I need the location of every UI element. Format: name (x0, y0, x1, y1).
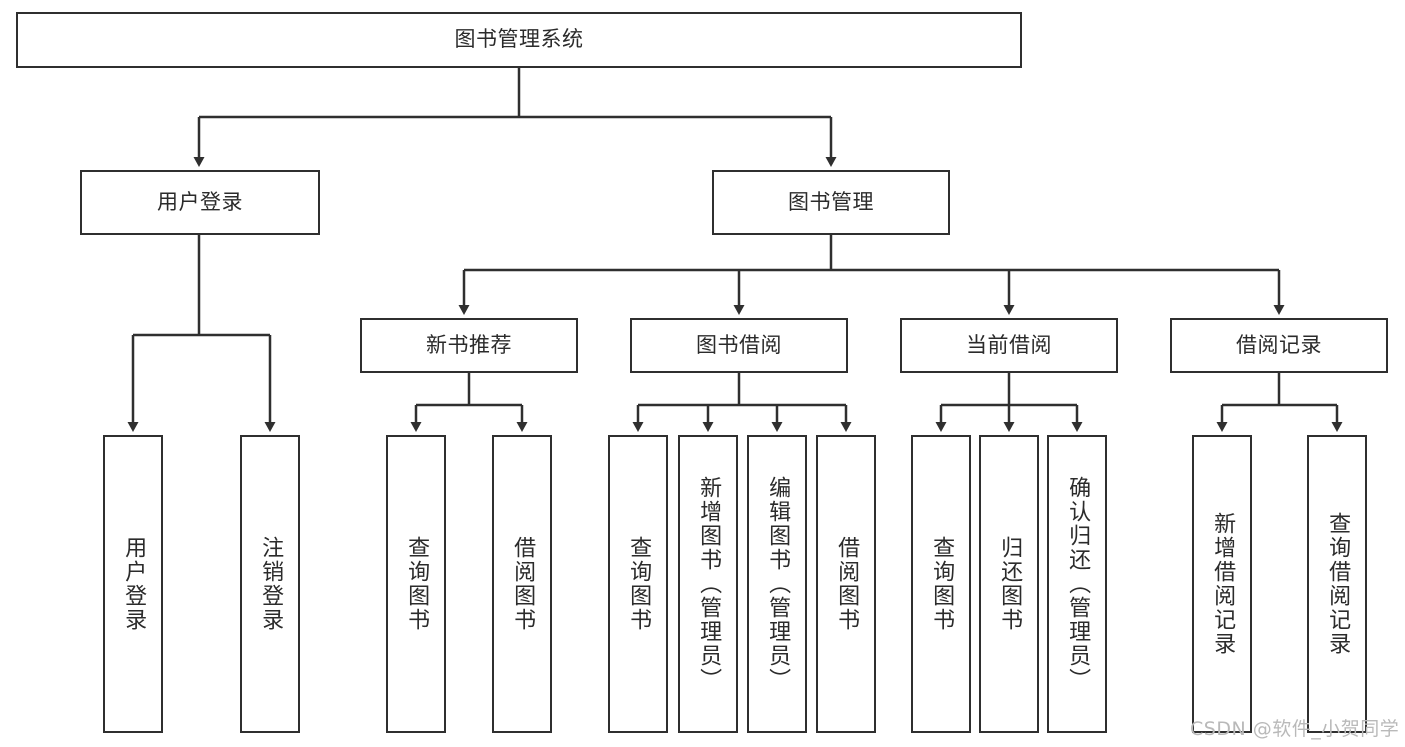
leaf-label: 借阅图书 (834, 536, 860, 632)
watermark-text: CSDN @软件_小贺同学 (1190, 718, 1400, 740)
node-label: 新书推荐 (426, 332, 512, 357)
leaf-borrow-record-query-record[interactable]: 查询借阅记录 (1307, 435, 1367, 733)
leaf-label: 查询图书 (626, 536, 652, 632)
leaf-label: 查询图书 (929, 536, 955, 632)
node-label: 借阅记录 (1236, 332, 1322, 357)
node-borrow-record[interactable]: 借阅记录 (1170, 318, 1388, 373)
node-root-book-management-system[interactable]: 图书管理系统 (16, 12, 1022, 68)
leaf-current-borrow-confirm-return-admin[interactable]: 确认归还（管理员） (1047, 435, 1107, 733)
leaf-label: 查询图书 (404, 536, 430, 632)
leaf-label: 查询借阅记录 (1325, 512, 1351, 656)
leaf-label: 用户登录 (121, 536, 147, 632)
node-label: 当前借阅 (966, 332, 1052, 357)
node-label: 图书管理系统 (454, 27, 584, 52)
leaf-label: 注销登录 (258, 536, 284, 632)
leaf-label: 编辑图书（管理员） (765, 476, 791, 692)
leaf-label: 新增借阅记录 (1210, 512, 1236, 656)
node-label: 图书借阅 (696, 332, 782, 357)
leaf-borrow-record-add-record[interactable]: 新增借阅记录 (1192, 435, 1252, 733)
leaf-book-borrow-borrow-book[interactable]: 借阅图书 (816, 435, 876, 733)
node-current-borrow[interactable]: 当前借阅 (900, 318, 1118, 373)
node-book-management[interactable]: 图书管理 (712, 170, 950, 235)
node-book-borrow[interactable]: 图书借阅 (630, 318, 848, 373)
leaf-label: 归还图书 (997, 536, 1023, 632)
leaf-book-borrow-edit-book-admin[interactable]: 编辑图书（管理员） (747, 435, 807, 733)
leaf-user-login-login[interactable]: 用户登录 (103, 435, 163, 733)
leaf-new-book-query-book[interactable]: 查询图书 (386, 435, 446, 733)
leaf-label: 新增图书（管理员） (696, 476, 722, 692)
node-label: 图书管理 (788, 189, 874, 214)
leaf-book-borrow-add-book-admin[interactable]: 新增图书（管理员） (678, 435, 738, 733)
node-user-login[interactable]: 用户登录 (80, 170, 320, 235)
leaf-book-borrow-query-book[interactable]: 查询图书 (608, 435, 668, 733)
node-new-book-recommend[interactable]: 新书推荐 (360, 318, 578, 373)
leaf-label: 确认归还（管理员） (1065, 476, 1091, 692)
leaf-current-borrow-return-book[interactable]: 归还图书 (979, 435, 1039, 733)
leaf-user-login-logout[interactable]: 注销登录 (240, 435, 300, 733)
leaf-current-borrow-query-book[interactable]: 查询图书 (911, 435, 971, 733)
leaf-new-book-borrow-book[interactable]: 借阅图书 (492, 435, 552, 733)
leaf-label: 借阅图书 (510, 536, 536, 632)
node-label: 用户登录 (157, 189, 243, 214)
